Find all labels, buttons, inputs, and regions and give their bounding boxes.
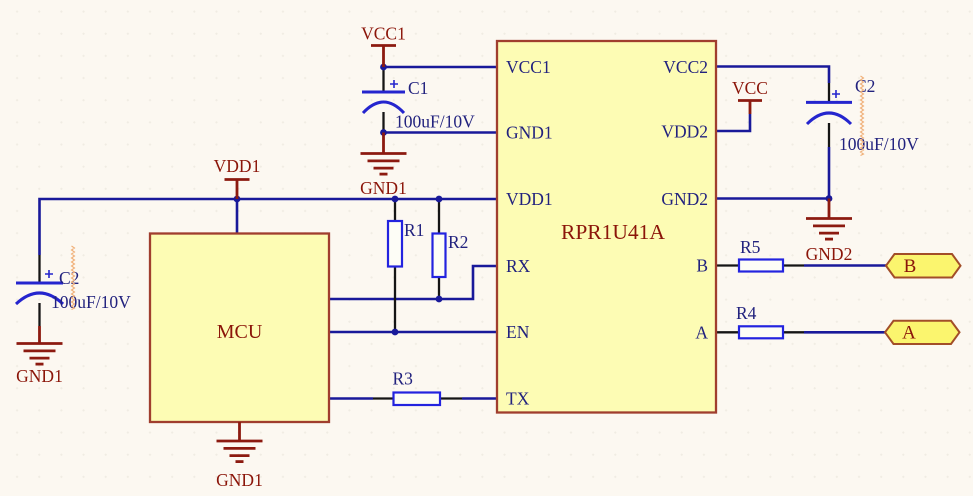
r4-designator: R4 xyxy=(736,303,757,323)
vcc-net-label: VCC xyxy=(732,78,768,98)
resistor-r3[interactable]: R3 xyxy=(392,369,442,407)
ic-pin-labels-right: VCC2 VDD2 GND2 B A xyxy=(661,57,708,343)
power-port-vcc[interactable]: VCC xyxy=(732,78,768,114)
junction-vdd1-r2 xyxy=(435,195,443,203)
vdd1-net-label: VDD1 xyxy=(214,156,261,176)
ic-rpr1u41a[interactable]: RPR1U41A VCC1 GND1 VDD1 RX EN TX VCC2 VD… xyxy=(495,39,718,414)
mcu-designator: MCU xyxy=(217,321,263,343)
wires xyxy=(38,65,886,400)
gnd2-label: GND2 xyxy=(806,244,853,264)
ground-gnd1-left[interactable]: GND1 xyxy=(15,326,64,386)
gnd1-top-label: GND1 xyxy=(360,178,407,198)
ic-pin-vcc2: VCC2 xyxy=(663,57,708,77)
port-a[interactable]: A xyxy=(883,319,961,345)
c1-plate-negative xyxy=(361,100,406,115)
c2left-value: 100uF/10V xyxy=(51,292,131,312)
c2left-error-marker xyxy=(70,245,76,310)
c2right-plate-negative xyxy=(805,111,853,126)
mcu-body[interactable] xyxy=(148,232,331,424)
ground-gnd1-mcu[interactable]: GND1 xyxy=(215,422,264,490)
capacitor-c1[interactable]: C1 100uF/10V xyxy=(361,78,475,132)
r1-body[interactable] xyxy=(386,219,404,268)
ic-pin-gnd1: GND1 xyxy=(506,123,553,143)
vcc1-net-label: VCC1 xyxy=(361,24,406,44)
gnd1-left-label: GND1 xyxy=(16,366,63,386)
vdd1-bar-symbol xyxy=(224,178,250,199)
ic-designator: RPR1U41A xyxy=(561,220,665,244)
vcc-bar-symbol xyxy=(738,99,762,114)
vcc1-bar-symbol xyxy=(371,44,396,67)
c1-plus-sign xyxy=(390,80,398,88)
power-port-vcc1[interactable]: VCC1 xyxy=(361,24,406,68)
r2-designator: R2 xyxy=(448,232,468,252)
junction-en-r1 xyxy=(391,328,399,336)
c2left-plate-negative xyxy=(14,291,65,306)
ic-pin-a: A xyxy=(695,323,708,343)
port-a-shape[interactable] xyxy=(883,319,961,345)
port-b[interactable]: B xyxy=(884,253,962,279)
resistor-r2[interactable]: R2 xyxy=(431,232,469,279)
junction-vdd1-r1 xyxy=(391,195,399,203)
r4-body[interactable] xyxy=(737,325,785,340)
r5-body[interactable] xyxy=(737,258,785,273)
r3-designator: R3 xyxy=(393,369,414,389)
c2right-value: 100uF/10V xyxy=(839,134,919,154)
resistor-r5[interactable]: R5 xyxy=(737,237,785,273)
c2left-plus-sign xyxy=(45,270,53,278)
c2right-plus-sign xyxy=(832,90,840,98)
capacitor-c2-right[interactable]: C2 100uF/10V xyxy=(805,75,919,156)
port-a-label: A xyxy=(902,323,916,344)
wire-vdd1-net[interactable] xyxy=(38,197,498,255)
wire-vdd2-net[interactable] xyxy=(716,114,752,133)
c2left-designator: C2 xyxy=(59,268,79,288)
junction-rx-r2 xyxy=(435,295,443,303)
ic-pin-en: EN xyxy=(506,322,530,342)
ic-pin-vdd2: VDD2 xyxy=(661,122,708,142)
wire-rx-net[interactable] xyxy=(330,264,497,301)
c2right-error-marker xyxy=(859,75,865,156)
c1-value: 100uF/10V xyxy=(395,112,475,132)
ic-pin-labels-left: VCC1 GND1 VDD1 RX EN TX xyxy=(506,57,553,409)
component-leads xyxy=(38,67,831,400)
ground-gnd2[interactable]: GND2 xyxy=(804,198,854,265)
gnd1-mcu-label: GND1 xyxy=(216,470,263,490)
r3-body[interactable] xyxy=(392,391,442,407)
resistor-r4[interactable]: R4 xyxy=(736,303,785,340)
ic-pin-tx: TX xyxy=(506,389,530,409)
ic-pin-vcc1: VCC1 xyxy=(506,57,551,77)
resistor-r1[interactable]: R1 xyxy=(386,219,424,268)
gnd2-symbol xyxy=(804,217,854,241)
power-port-vdd1[interactable]: VDD1 xyxy=(214,156,261,199)
c2right-designator: C2 xyxy=(855,76,875,96)
ground-gnd1-top[interactable]: GND1 xyxy=(359,132,408,199)
wire-vcc2-net[interactable] xyxy=(716,65,831,84)
gnd1-top-symbol xyxy=(359,152,408,176)
port-b-label: B xyxy=(904,256,917,277)
mcu-block[interactable]: MCU xyxy=(148,232,331,424)
r2-body[interactable] xyxy=(431,232,447,279)
capacitor-c2-left[interactable]: C2 100uF/10V xyxy=(14,245,131,312)
r5-designator: R5 xyxy=(740,237,761,257)
port-b-shape[interactable] xyxy=(884,253,962,279)
gnd1-left-symbol xyxy=(15,342,64,366)
gnd1-mcu-symbol xyxy=(215,439,264,464)
c1-designator: C1 xyxy=(408,78,428,98)
r1-designator: R1 xyxy=(404,220,424,240)
ic-body[interactable] xyxy=(495,39,718,414)
ic-pin-b: B xyxy=(696,256,708,276)
ic-pin-vdd1: VDD1 xyxy=(506,189,553,209)
ic-pin-rx: RX xyxy=(506,256,531,276)
ic-pin-gnd2: GND2 xyxy=(661,189,708,209)
